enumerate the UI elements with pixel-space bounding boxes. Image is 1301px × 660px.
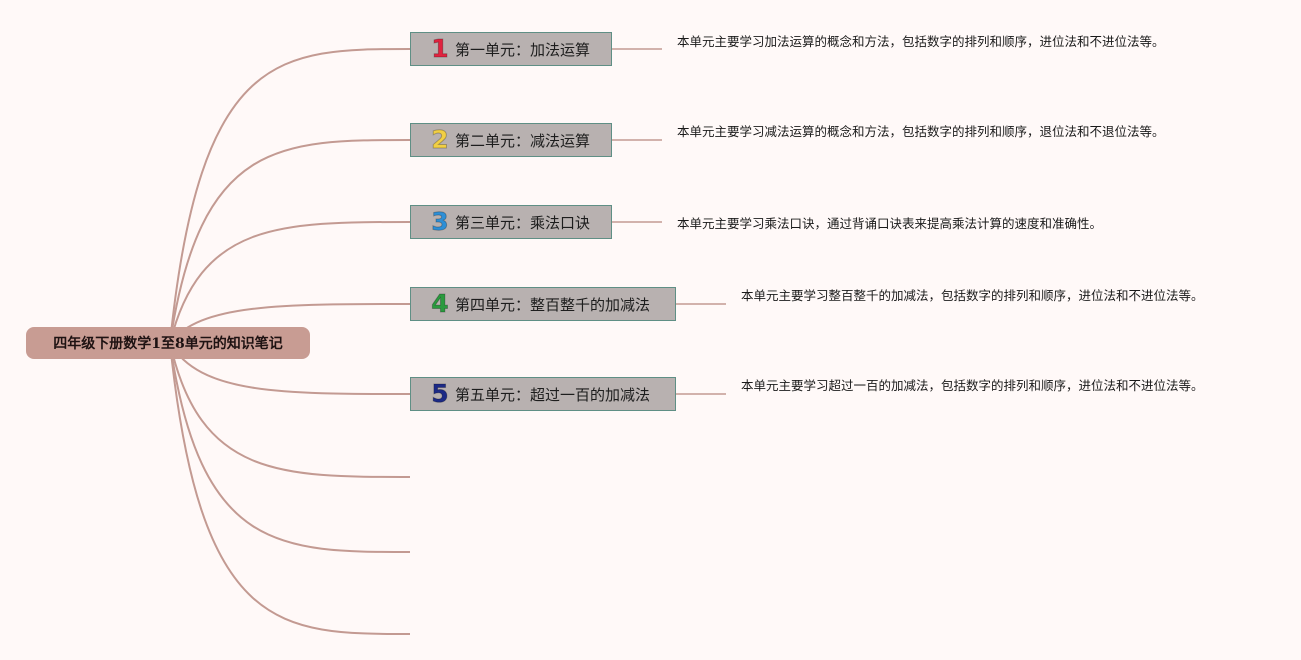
unit-number-badge: 4: [431, 289, 449, 319]
branch-lines: [169, 48, 726, 635]
unit-description-1: 本单元主要学习加法运算的概念和方法，包括数字的排列和顺序，进位法和不进位法等。: [677, 34, 1165, 49]
unit-title: 第三单元：乘法口诀: [455, 213, 591, 232]
branch-line-7: [169, 342, 411, 553]
branch-line-5: [169, 342, 411, 395]
unit-description-3: 本单元主要学习乘法口诀，通过背诵口诀表来提高乘法计算的速度和准确性。: [677, 216, 1103, 231]
branch-line-1: [169, 48, 411, 344]
unit-node-5[interactable]: 5 第五单元：超过一百的加减法: [410, 377, 676, 411]
unit-number-badge: 3: [431, 207, 449, 237]
unit-title: 第四单元：整百整千的加减法: [455, 295, 651, 314]
branch-line-3: [169, 221, 411, 344]
unit-title: 第二单元：减法运算: [455, 131, 591, 150]
branch-line-6: [169, 342, 411, 478]
unit-number-badge: 1: [431, 34, 449, 64]
unit-description-5: 本单元主要学习超过一百的加减法，包括数字的排列和顺序，进位法和不进位法等。: [741, 378, 1204, 393]
unit-number-badge: 5: [431, 379, 449, 409]
unit-title: 第五单元：超过一百的加减法: [455, 385, 651, 404]
unit-node-3[interactable]: 3 第三单元：乘法口诀: [410, 205, 612, 239]
branch-line-2: [169, 139, 411, 344]
unit-description-2: 本单元主要学习减法运算的概念和方法，包括数字的排列和顺序，退位法和不退位法等。: [677, 124, 1165, 139]
unit-node-4[interactable]: 4 第四单元：整百整千的加减法: [410, 287, 676, 321]
branch-line-8: [169, 342, 411, 635]
unit-node-2[interactable]: 2 第二单元：减法运算: [410, 123, 612, 157]
unit-number-badge: 2: [431, 125, 449, 155]
unit-description-4: 本单元主要学习整百整千的加减法，包括数字的排列和顺序，进位法和不进位法等。: [741, 288, 1204, 303]
unit-title: 第一单元：加法运算: [455, 40, 591, 59]
unit-node-1[interactable]: 1 第一单元：加法运算: [410, 32, 612, 66]
central-topic[interactable]: 四年级下册数学1至8单元的知识笔记: [26, 327, 310, 359]
